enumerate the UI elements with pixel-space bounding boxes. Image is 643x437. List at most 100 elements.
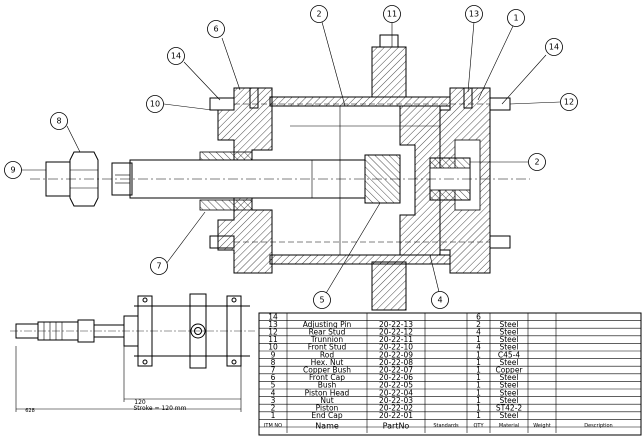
small-assembly-view: 120 628 Stroke = 120 mm <box>10 293 255 414</box>
overall-length-label: 628 <box>25 408 35 414</box>
balloon-2-right: 2 <box>528 153 546 171</box>
bom-cell-qty: 1 <box>476 388 481 397</box>
bom-header: Weight <box>533 423 550 429</box>
bom-cell-qty: 1 <box>476 404 481 413</box>
balloon-10: 10 <box>146 95 164 113</box>
bom-cell-itm: 8 <box>271 358 276 367</box>
bom-cell-qty: 1 <box>476 335 481 344</box>
balloon-5: 5 <box>313 291 331 309</box>
stud-nut-top-right <box>489 97 511 111</box>
bom-cell-name: Front Stud <box>308 343 347 352</box>
adjusting-pin-left <box>249 87 259 109</box>
bom-cell-qty: 6 <box>476 312 481 321</box>
svg-text:13: 13 <box>469 10 479 19</box>
svg-text:2: 2 <box>316 10 321 19</box>
balloons: 11 2 6 13 1 14 14 10 12 8 9 2 7 5 4 <box>4 5 578 309</box>
svg-text:8: 8 <box>56 117 61 126</box>
svg-text:12: 12 <box>564 98 574 107</box>
svg-text:11: 11 <box>387 10 397 19</box>
bom-cell-part: 20-22-12 <box>379 328 413 337</box>
bom-cell-itm: 7 <box>271 366 276 375</box>
bom-cell-itm: 11 <box>268 335 278 344</box>
bom-cell-mat: Steel <box>499 358 518 367</box>
bom-cell-qty: 2 <box>476 320 481 329</box>
bom-cell-name: Rear Stud <box>309 328 346 337</box>
bom-cell-qty: 1 <box>476 396 481 405</box>
bom-cell-part: 20-22-06 <box>379 373 413 382</box>
svg-text:14: 14 <box>171 52 181 61</box>
balloon-11: 11 <box>383 5 401 23</box>
svg-text:14: 14 <box>549 43 559 52</box>
bom-cell-part: 20-22-04 <box>379 388 413 397</box>
bom-cell-part: 20-22-10 <box>379 343 413 352</box>
bom-cell-qty: 1 <box>476 411 481 420</box>
bom-cell-itm: 4 <box>271 388 276 397</box>
svg-text:9: 9 <box>10 166 15 175</box>
svg-text:10: 10 <box>150 100 160 109</box>
barrel-wall-top <box>269 96 451 107</box>
bom-cell-part: 20-22-02 <box>379 404 413 413</box>
bom-header: QTY <box>473 423 484 429</box>
bom-cell-mat: Steel <box>499 320 518 329</box>
svg-text:6: 6 <box>213 25 218 34</box>
bom-cell-name: Piston Head <box>305 388 350 397</box>
bom-cell-itm: 14 <box>268 312 278 321</box>
balloon-8: 8 <box>50 112 68 130</box>
bom-header: Material <box>499 423 519 429</box>
bom-cell-itm: 10 <box>268 343 278 352</box>
balloon-12: 12 <box>560 93 578 111</box>
piston-head <box>399 105 441 256</box>
bom-cell-qty: 1 <box>476 358 481 367</box>
balloon-14-right: 14 <box>545 38 563 56</box>
section-view <box>30 34 530 311</box>
bom-cell-name: Nut <box>320 396 333 405</box>
bom-cell-itm: 6 <box>271 373 276 382</box>
bom-cell-part: 20-22-07 <box>379 366 413 375</box>
barrel-wall-bottom <box>269 254 451 265</box>
bom-cell-part: 20-22-03 <box>379 396 413 405</box>
balloon-2-top: 2 <box>310 5 328 23</box>
bom-cell-name: Trunnion <box>310 335 343 344</box>
balloon-4: 4 <box>431 291 449 309</box>
bom-cell-part: 20-22-08 <box>379 358 413 367</box>
bom-header: Description <box>584 423 612 429</box>
bom-cell-itm: 1 <box>271 411 276 420</box>
bom-cell-name: Bush <box>318 381 337 390</box>
bom-cell-part: 20-22-13 <box>379 320 413 329</box>
balloon-7: 7 <box>150 257 168 275</box>
bom-cell-mat: Steel <box>499 343 518 352</box>
svg-text:2: 2 <box>534 158 539 167</box>
trunnion-top <box>371 46 407 98</box>
bom-cell-mat: Steel <box>499 381 518 390</box>
bom-cell-itm: 13 <box>268 320 278 329</box>
leader-lines <box>20 21 561 297</box>
bom-cell-mat: ST42-2 <box>496 404 523 413</box>
balloon-9: 9 <box>4 161 22 179</box>
bom-cell-part: 20-22-09 <box>379 350 413 359</box>
bom-cell-name: End Cap <box>311 411 342 420</box>
balloon-14-left: 14 <box>167 47 185 65</box>
bom-cell-qty: 1 <box>476 350 481 359</box>
bom-cell-mat: Steel <box>499 396 518 405</box>
stud-nut-top-left <box>209 97 235 111</box>
bom-cell-name: Rod <box>320 350 334 359</box>
svg-text:7: 7 <box>156 262 161 271</box>
bom-cell-mat: Steel <box>499 411 518 420</box>
bom-cell-qty: 4 <box>476 328 481 337</box>
bom-cell-qty: 1 <box>476 366 481 375</box>
bom-cell-itm: 2 <box>271 404 276 413</box>
bom-cell-itm: 5 <box>271 381 276 390</box>
bom-cell-itm: 12 <box>268 328 278 337</box>
bom-cell-part: 20-22-01 <box>379 411 413 420</box>
bom-cell-itm: 3 <box>271 396 276 405</box>
bom-header: Name <box>315 422 339 431</box>
stroke-label: Stroke = 120 mm <box>133 405 186 412</box>
bom-cell-qty: 1 <box>476 373 481 382</box>
trunnion-bottom <box>371 261 407 311</box>
svg-text:5: 5 <box>319 296 324 305</box>
bom-cell-name: Piston <box>316 404 339 413</box>
bom-cell-name: Hex. Nut <box>311 358 344 367</box>
bom-cell-mat: C45-4 <box>498 350 520 359</box>
bom-cell-name: Copper Bush <box>303 366 351 375</box>
